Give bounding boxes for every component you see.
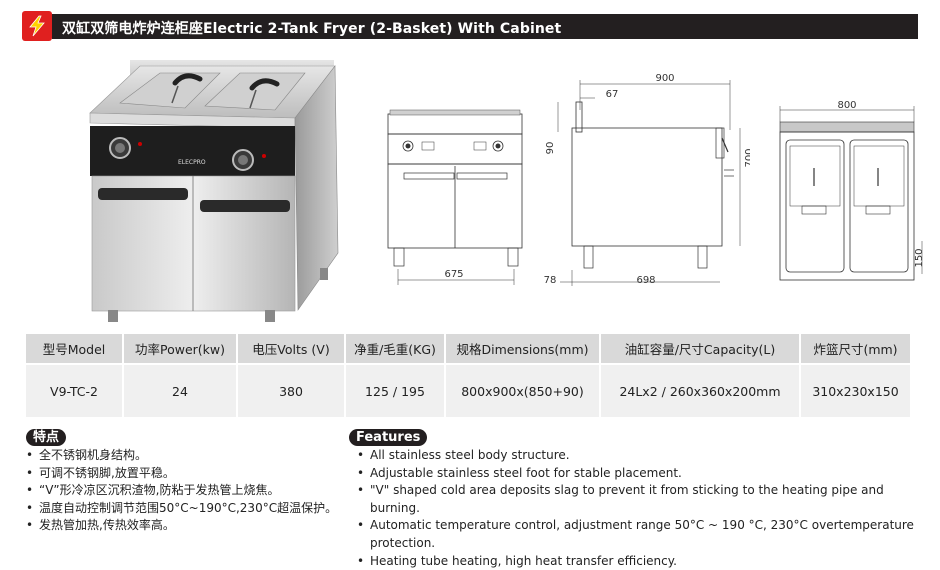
side-backsplash-label: 90 bbox=[545, 142, 556, 155]
list-item: “V”形冷凉区沉积渣物,防粘于发热管上烧焦。 bbox=[26, 482, 346, 500]
front-view-drawing: 675 bbox=[387, 109, 523, 285]
features-en-title: Features bbox=[349, 429, 428, 446]
list-item: Automatic temperature control, adjustmen… bbox=[357, 517, 917, 552]
spec-header-row: 型号Model 功率Power(kw) 电压Volts (V) 净重/毛重(KG… bbox=[26, 334, 910, 364]
value-weight: 125 / 195 bbox=[345, 363, 446, 417]
header-dimensions: 规格Dimensions(mm) bbox=[445, 334, 601, 364]
header-capacity: 油缸容量/尺寸Capacity(L) bbox=[600, 334, 801, 364]
side-depth-label: 900 bbox=[655, 73, 674, 84]
product-photo: ELECPRO bbox=[89, 60, 339, 322]
list-item: 温度自动控制调节范围50°C~190°C,230°C超温保护。 bbox=[26, 500, 346, 518]
header-volts: 电压Volts (V) bbox=[237, 334, 346, 364]
side-foot-label: 78 bbox=[544, 275, 557, 286]
side-view-drawing: 900 67 90 700 78 698 bbox=[544, 73, 750, 286]
value-capacity: 24Lx2 / 260x360x200mm bbox=[600, 363, 801, 417]
title-bar: 双缸双筛电炸炉连柜座Electric 2-Tank Fryer (2-Baske… bbox=[52, 14, 918, 39]
lightning-bolt-icon bbox=[22, 11, 52, 41]
side-base-label: 698 bbox=[636, 275, 655, 286]
value-basket-size: 310x230x150 bbox=[800, 363, 910, 417]
page-header: 双缸双筛电炸炉连柜座Electric 2-Tank Fryer (2-Baske… bbox=[22, 11, 918, 41]
side-height-label: 700 bbox=[744, 148, 750, 167]
list-item: All stainless steel body structure. bbox=[357, 447, 917, 465]
header-model: 型号Model bbox=[26, 334, 124, 364]
spec-value-row: V9-TC-2 24 380 125 / 195 800x900x(850+90… bbox=[26, 363, 910, 417]
value-model: V9-TC-2 bbox=[26, 363, 124, 417]
list-item: 可调不锈钢脚,放置平稳。 bbox=[26, 465, 346, 483]
side-offset-label: 67 bbox=[606, 89, 619, 100]
list-item: Adjustable stainless steel foot for stab… bbox=[357, 465, 917, 483]
list-item: "V" shaped cold area deposits slag to pr… bbox=[357, 482, 917, 517]
header-weight: 净重/毛重(KG) bbox=[345, 334, 446, 364]
value-power: 24 bbox=[123, 363, 238, 417]
features-cn-title: 特点 bbox=[26, 429, 67, 446]
top-width-label: 800 bbox=[837, 100, 856, 111]
list-item: Heating tube heating, high heat transfer… bbox=[357, 553, 917, 570]
value-volts: 380 bbox=[237, 363, 346, 417]
front-width-label: 675 bbox=[444, 269, 463, 280]
features-en-list: All stainless steel body structure. Adju… bbox=[357, 447, 917, 570]
value-dimensions: 800x900x(850+90) bbox=[445, 363, 601, 417]
header-power: 功率Power(kw) bbox=[123, 334, 238, 364]
page-title: 双缸双筛电炸炉连柜座Electric 2-Tank Fryer (2-Baske… bbox=[62, 21, 562, 37]
spec-table: 型号Model 功率Power(kw) 电压Volts (V) 净重/毛重(KG… bbox=[26, 334, 910, 417]
list-item: 全不锈钢机身结构。 bbox=[26, 447, 346, 465]
features-cn-list: 全不锈钢机身结构。 可调不锈钢脚,放置平稳。 “V”形冷凉区沉积渣物,防粘于发热… bbox=[26, 447, 346, 535]
top-clearance-label: 150 bbox=[914, 248, 925, 267]
top-view-drawing: 800 150 bbox=[779, 100, 925, 281]
list-item: 发热管加热,传热效率高。 bbox=[26, 517, 346, 535]
header-basket-size: 炸篮尺寸(mm) bbox=[800, 334, 910, 364]
brand-mark: ELECPRO bbox=[178, 159, 206, 166]
